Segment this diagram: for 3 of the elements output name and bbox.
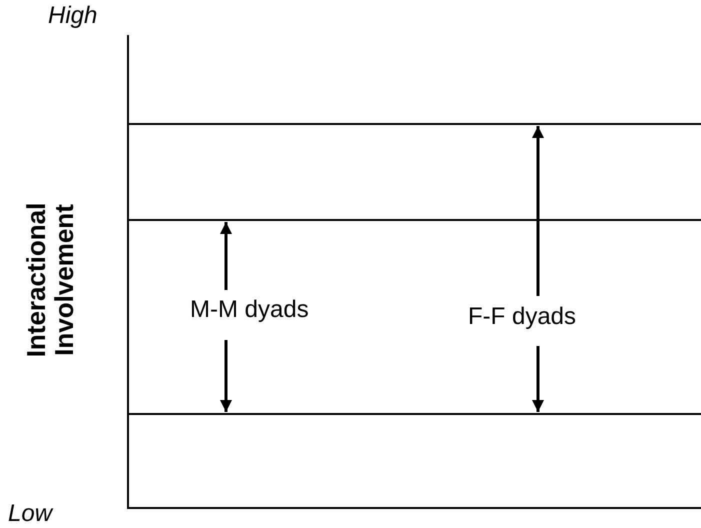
axis-title: Interactional Involvement: [22, 202, 78, 360]
axis-label: High: [48, 2, 98, 30]
axis-label: Low: [8, 500, 52, 528]
